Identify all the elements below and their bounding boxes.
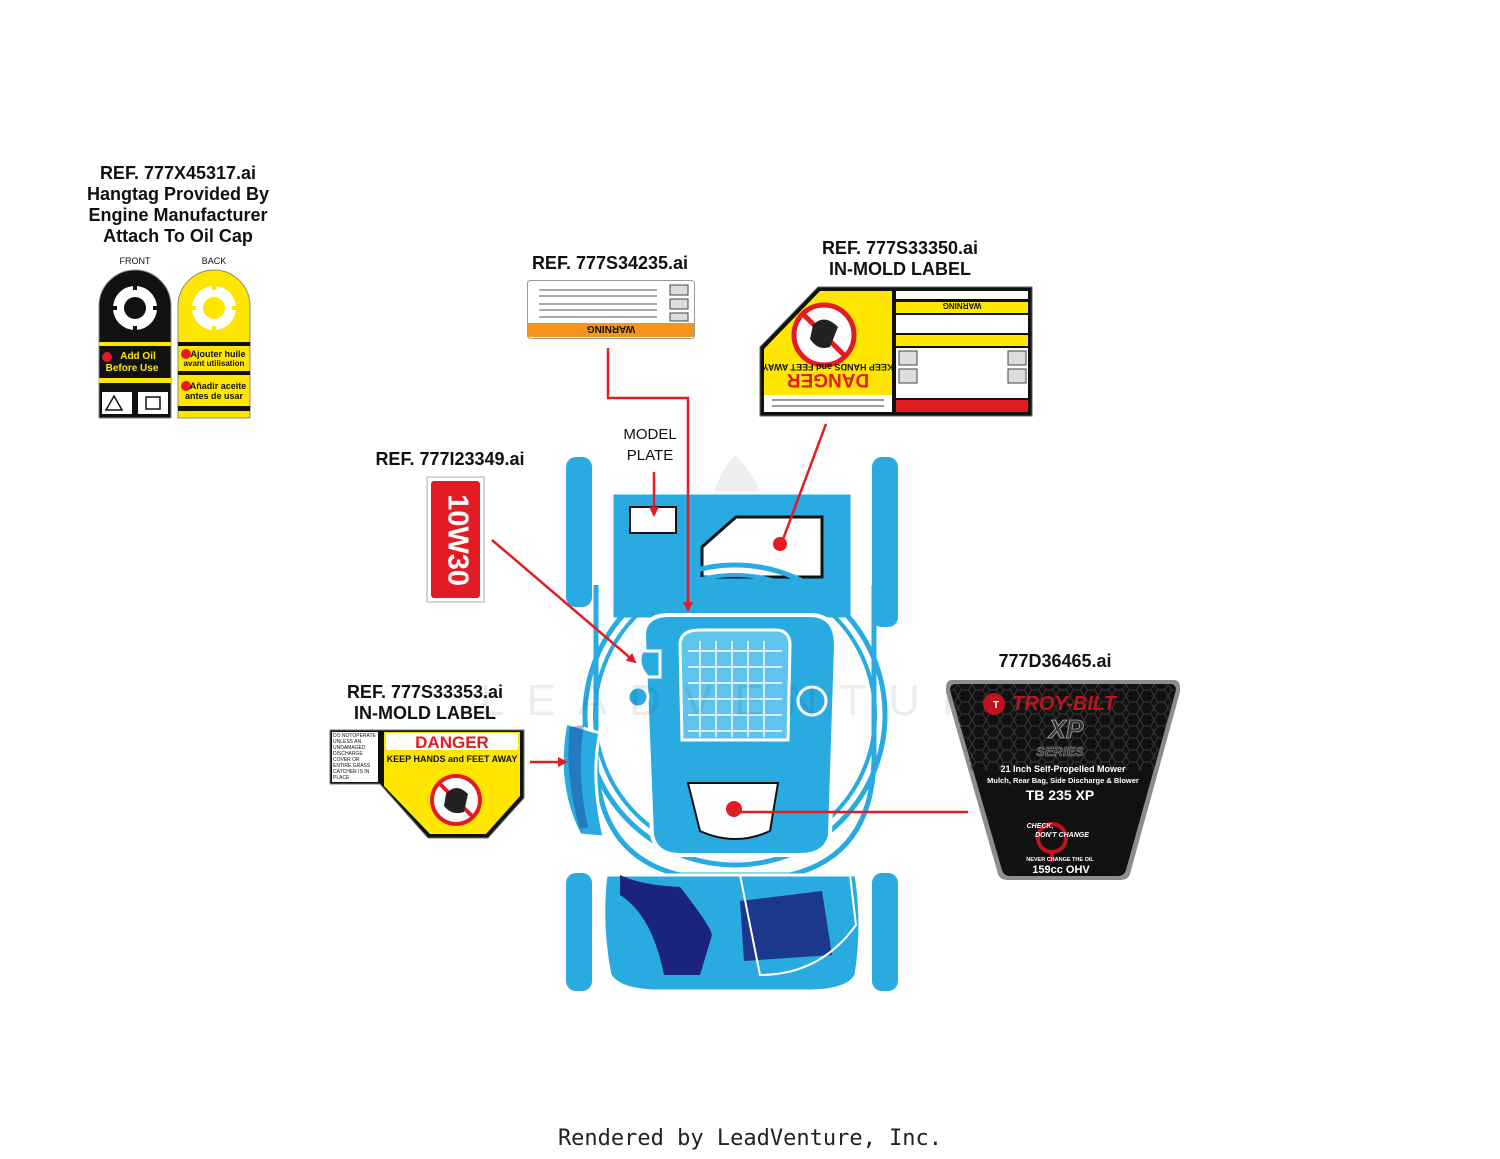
danger-small-keep-text: KEEP HANDS and FEET AWAY [387, 754, 518, 764]
hangtag-ref-line2: Hangtag Provided By [86, 184, 270, 204]
model-plate-line1: MODEL [623, 426, 677, 443]
oil-label-graphic: 10W30 [426, 476, 485, 603]
danger-large-graphic: DANGER KEEP HANDS and FEET AWAY WARNING [759, 286, 1033, 417]
oil-label-text: 10W30 [441, 494, 473, 586]
hangtag-front-text2: Before Use [106, 363, 159, 374]
hangtag-front-label: FRONT [119, 256, 151, 266]
callout-oil-label [491, 539, 637, 664]
warning-label-banner: WARNING [587, 323, 636, 334]
brand-label-check2: DON'T CHANGE [1035, 832, 1089, 839]
air-filter-grid [688, 641, 782, 737]
hangtag-front-text1: Add Oil [120, 351, 156, 362]
danger-small-ref: REF. 777S33353.ai IN-MOLD LABEL [320, 682, 530, 724]
callout-warning-label [606, 348, 693, 612]
danger-small-graphic: DO NOTOPERATE UNLESS AN UNDAMAGED DISCHA… [329, 729, 525, 839]
mower-diagram [560, 455, 898, 993]
gear-teeth-front-icon [111, 284, 159, 332]
hangtag-back-label: BACK [201, 256, 227, 266]
brand-label-ref: 777D36465.ai [998, 651, 1112, 671]
model-plate-caption: MODEL PLATE [610, 424, 690, 466]
brand-label-brand: TROY-BILT [1012, 693, 1117, 715]
oil-label-ref: REF. 777I23349.ai [375, 449, 525, 469]
model-plate-line2: PLATE [626, 447, 674, 464]
gear-teeth-back-icon [190, 284, 238, 332]
hand-icon-small [444, 788, 468, 814]
hangtag-ref-line1: REF. 777X45317.ai [99, 163, 257, 183]
hangtag-ref-title: REF. 777X45317.ai Hangtag Provided By En… [60, 163, 296, 247]
hangtag-graphic: Add Oil Before Use Ajouter huile avant u… [98, 269, 251, 419]
hangtag-back-text3: Añadir aceite [190, 381, 247, 391]
warning-label-graphic: WARNING [527, 280, 695, 339]
danger-large-ref: REF. 777S33350.ai IN-MOLD LABEL [790, 238, 1010, 280]
hangtag-back-text1: Ajouter huile [190, 349, 245, 359]
brand-label-never: NEVER CHANGE THE OIL [1026, 857, 1094, 863]
watermark-text: LEADVENTURE [480, 676, 1048, 725]
callout-danger-large [780, 423, 828, 543]
danger-small-ref-line1: REF. 777S33353.ai [346, 682, 504, 702]
danger-large-danger-text: DANGER [787, 369, 870, 390]
brand-label-model: TB 235 XP [1026, 787, 1094, 803]
hangtag-ref-line4: Attach To Oil Cap [103, 226, 253, 246]
hangtag-front: Add Oil Before Use [98, 269, 172, 419]
troybilt-logo-icon [983, 693, 1005, 715]
danger-small-ref-line2: IN-MOLD LABEL [354, 703, 496, 723]
brand-label-series2: SERIES [1036, 744, 1084, 759]
svg-text:T: T [993, 700, 999, 711]
hangtag-back-text2: avant utilisation [184, 359, 245, 368]
brand-label-check1: CHECK, [1027, 823, 1054, 830]
danger-small-side-text: DO NOTOPERATE UNLESS AN UNDAMAGED DISCHA… [333, 733, 376, 781]
brand-label-graphic: T TROY-BILT XP SERIES 21 Inch Self-Prope… [946, 680, 1180, 880]
danger-large-ref-line2: IN-MOLD LABEL [829, 259, 971, 279]
brand-label-desc2: Mulch, Rear Bag, Side Discharge & Blower [987, 776, 1139, 785]
hangtag-back-text4: antes de usar [185, 391, 244, 401]
warning-label-ref: REF. 777S34235.ai [531, 253, 689, 273]
stop-icon [102, 352, 112, 362]
brand-label-desc1: 21 Inch Self-Propelled Mower [1000, 764, 1126, 774]
brand-label-series1: XP [1047, 714, 1084, 744]
oil-fill-cap [638, 649, 662, 679]
hangtag-ref-line3: Engine Manufacturer [88, 205, 268, 225]
footer-credit: Rendered by LeadVenture, Inc. [557, 1126, 943, 1151]
manual-icon [145, 396, 161, 410]
danger-large-warning-text: WARNING [943, 301, 982, 310]
hangtag-back: Ajouter huile avant utilisation Añadir a… [177, 269, 251, 419]
hand-icon [810, 319, 838, 348]
rear-label-box [700, 515, 824, 579]
danger-large-keep-text: KEEP HANDS and FEET AWAY [763, 362, 894, 372]
warning-triangle-icon [104, 394, 124, 411]
danger-large-ref-line1: REF. 777S33350.ai [821, 238, 979, 258]
brand-label-engine: 159cc OHV [1032, 864, 1090, 876]
danger-small-danger-text: DANGER [415, 733, 489, 752]
